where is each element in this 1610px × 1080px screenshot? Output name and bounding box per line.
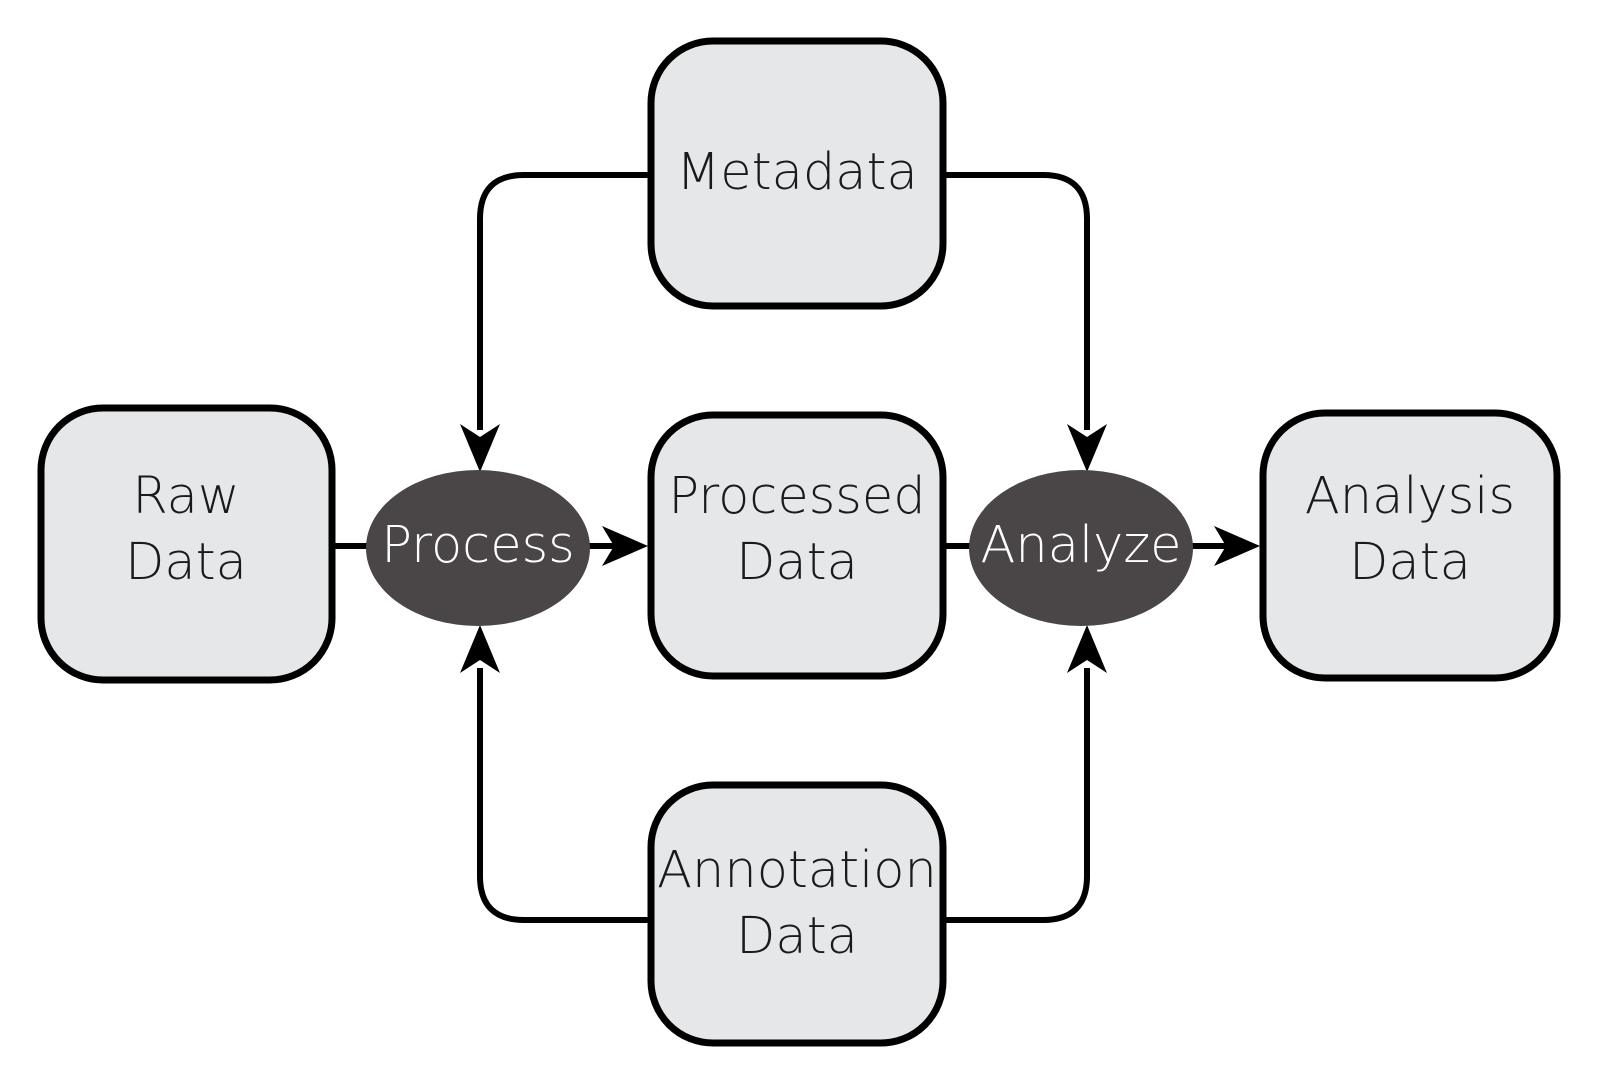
process-label: Process	[381, 516, 574, 575]
analysis-data-label-line2: Data	[1349, 533, 1471, 592]
annotation-data-label-line1: Annotation	[657, 841, 937, 900]
raw-data-box[interactable]	[37, 404, 336, 684]
processed-data-label-line1: Processed	[668, 467, 925, 526]
raw-data-label-line1: Raw	[132, 467, 239, 526]
node-raw-data[interactable]: Raw Data	[37, 404, 336, 684]
node-process[interactable]: Process	[366, 470, 590, 626]
node-annotation-data[interactable]: Annotation Data	[647, 781, 947, 1047]
metadata-box[interactable]	[647, 37, 947, 310]
arrowhead-annotation-data-to-analyze	[1067, 625, 1107, 673]
node-analyze[interactable]: Analyze	[969, 470, 1193, 626]
arrowhead-metadata-to-process	[460, 424, 500, 472]
arrowhead-analyze-to-analysis-data	[1214, 526, 1260, 566]
edge-layer	[332, 172, 1260, 923]
processed-data-box[interactable]	[647, 411, 947, 680]
analyze-label: Analyze	[981, 516, 1182, 575]
arrowhead-process-to-processed-data	[602, 526, 648, 566]
processed-data-label-line2: Data	[736, 533, 858, 592]
analysis-data-box[interactable]	[1259, 409, 1561, 682]
edge-metadata-to-analyze	[946, 172, 1090, 430]
metadata-label: Metadata	[676, 143, 918, 202]
annotation-data-box[interactable]	[647, 781, 947, 1047]
analysis-data-label-line1: Analysis	[1305, 467, 1515, 526]
annotation-data-label-line2: Data	[736, 907, 858, 966]
analyze-ellipse[interactable]	[969, 470, 1193, 626]
arrowhead-metadata-to-analyze	[1067, 424, 1107, 472]
node-processed-data[interactable]: Processed Data	[647, 411, 947, 680]
node-analysis-data[interactable]: Analysis Data	[1259, 409, 1561, 682]
process-ellipse[interactable]	[366, 470, 590, 626]
edge-metadata-to-process	[477, 172, 648, 430]
edge-annotation-data-to-analyze	[946, 668, 1090, 923]
arrowhead-annotation-data-to-process	[460, 625, 500, 673]
raw-data-label-line2: Data	[125, 533, 247, 592]
edge-annotation-data-to-process	[477, 668, 648, 923]
node-metadata[interactable]: Metadata	[647, 37, 947, 310]
